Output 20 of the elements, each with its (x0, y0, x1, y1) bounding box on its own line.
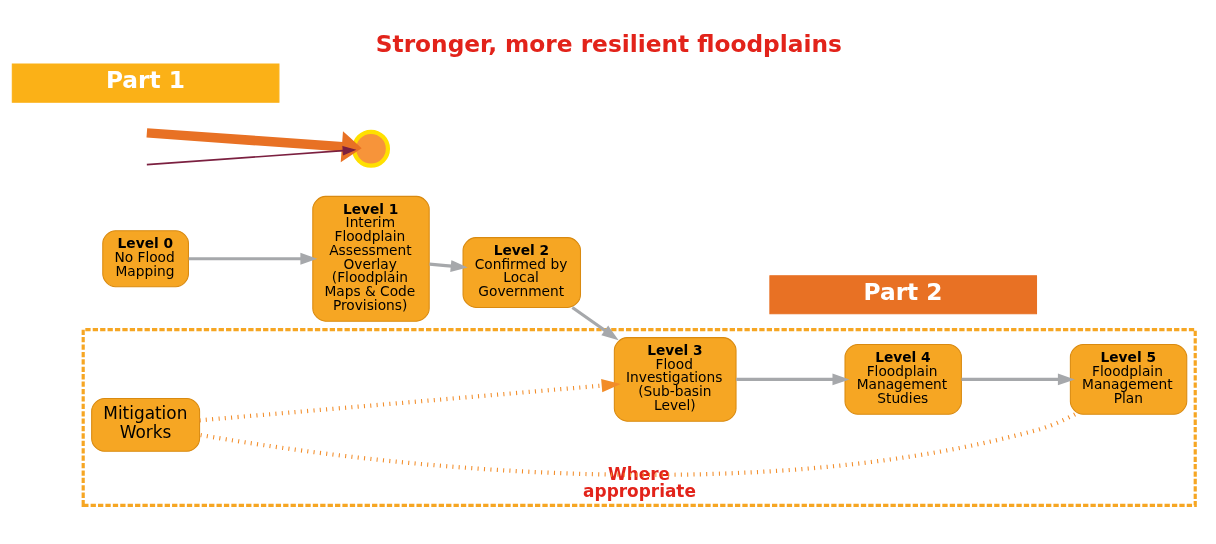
node-box: Part 1 (11, 63, 280, 103)
arrow (571, 306, 619, 341)
arrow (199, 379, 621, 423)
arrow (146, 128, 362, 163)
diagram-title: Stronger, more resilient floodplains (375, 30, 842, 58)
node-box: Level 2 Confirmed by Local Government (462, 237, 581, 308)
node-box: Level 0 No Flood Mapping (102, 230, 189, 288)
arrow (961, 373, 1075, 386)
node-box: Level 3 Flood Investigations (Sub-basin Level) (613, 337, 737, 422)
arrow (188, 252, 318, 265)
node-box: Level 4 Floodplain Management Studies (844, 343, 962, 415)
node-circle (351, 129, 391, 168)
arrow (146, 145, 357, 166)
node-box: Part 2 (769, 275, 1038, 315)
connector (199, 412, 1076, 477)
node-box: Mitigation Works (91, 397, 201, 452)
arrow (429, 260, 468, 272)
arrow (736, 373, 850, 386)
node-box: Level 5 Floodplain Management Plan (1069, 343, 1188, 415)
node-box: Level 1 Interim Floodplain Assessment Overlay (Floodplain Maps & Code Provisions) (312, 195, 430, 322)
